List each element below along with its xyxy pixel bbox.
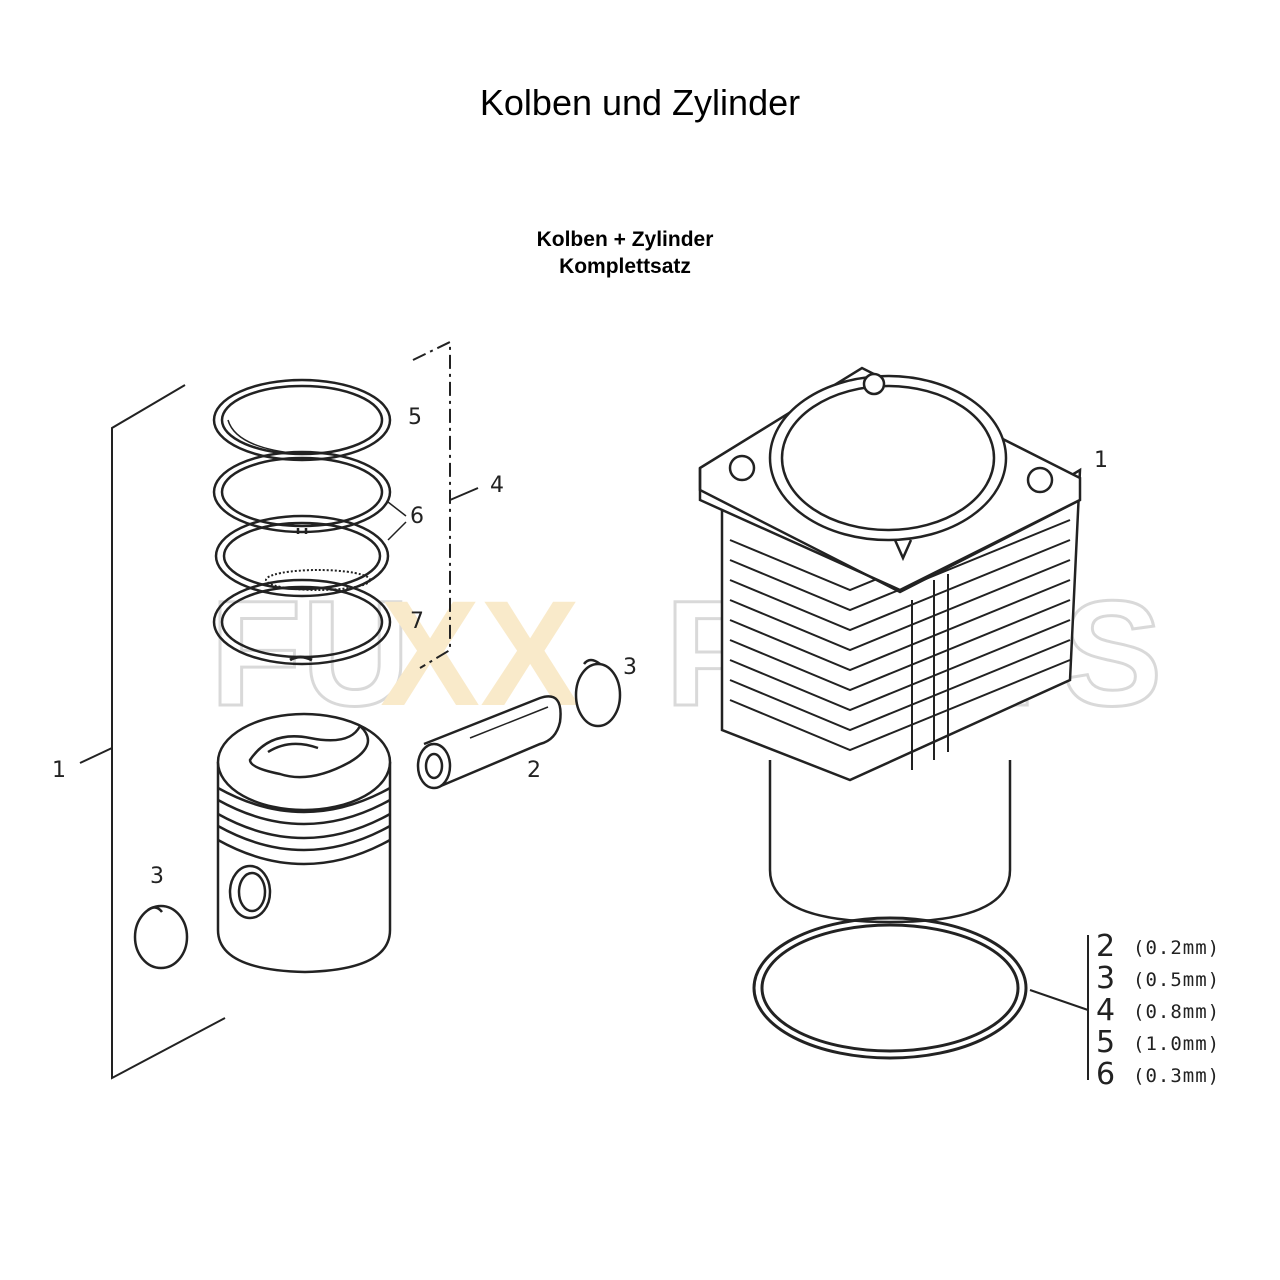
label-cylinder: 1 xyxy=(1094,448,1108,473)
page-title: Kolben und Zylinder xyxy=(479,82,801,123)
circlip-left xyxy=(133,904,189,970)
set-heading-line-1: Kolben + Zylinder xyxy=(536,228,714,251)
shim-size: (1.0mm) xyxy=(1133,1033,1220,1055)
shim-size: (0.3mm) xyxy=(1133,1065,1220,1087)
label-circlip-left: 3 xyxy=(150,864,164,889)
ring-top xyxy=(212,378,392,462)
ring-middle-1 xyxy=(212,450,392,534)
piston-pin xyxy=(416,695,562,790)
piston xyxy=(216,712,392,974)
shim-size: (0.8mm) xyxy=(1133,1001,1220,1023)
cylinder-base-shim xyxy=(752,916,1028,1060)
label-piston-pin: 2 xyxy=(527,758,541,783)
label-ring-top: 5 xyxy=(408,405,422,430)
piston-rings xyxy=(212,378,392,666)
shim-size: (0.2mm) xyxy=(1133,937,1220,959)
shim-number: 2 xyxy=(1096,929,1115,964)
set-heading-line-2: Komplettsatz xyxy=(559,255,691,278)
shim-number: 6 xyxy=(1096,1057,1115,1092)
shim-number: 4 xyxy=(1096,993,1115,1028)
label-ring-set: 4 xyxy=(490,473,504,498)
label-ring-middle: 6 xyxy=(410,504,424,529)
ring-leader-lines xyxy=(387,501,407,541)
ring-set-bracket xyxy=(412,340,479,669)
label-piston-set: 1 xyxy=(52,758,66,783)
shim-number: 5 xyxy=(1096,1025,1115,1060)
piston-set-bracket xyxy=(79,384,226,1080)
cylinder xyxy=(698,366,1082,924)
shim-list: 2 (0.2mm) 3 (0.5mm) 4 (0.8mm) 5 (1.0mm) … xyxy=(1096,929,1220,1092)
ring-middle-2 xyxy=(214,514,390,598)
shim-size: (0.5mm) xyxy=(1133,969,1220,991)
ring-oil xyxy=(212,578,392,666)
circlip-right xyxy=(574,658,622,728)
shim-number: 3 xyxy=(1096,961,1115,996)
set-heading: Kolben + Zylinder Komplettsatz xyxy=(0,226,1250,280)
label-circlip-right: 3 xyxy=(623,655,637,680)
shim-leader-line xyxy=(1029,989,1089,1011)
label-ring-oil: 7 xyxy=(410,609,424,634)
